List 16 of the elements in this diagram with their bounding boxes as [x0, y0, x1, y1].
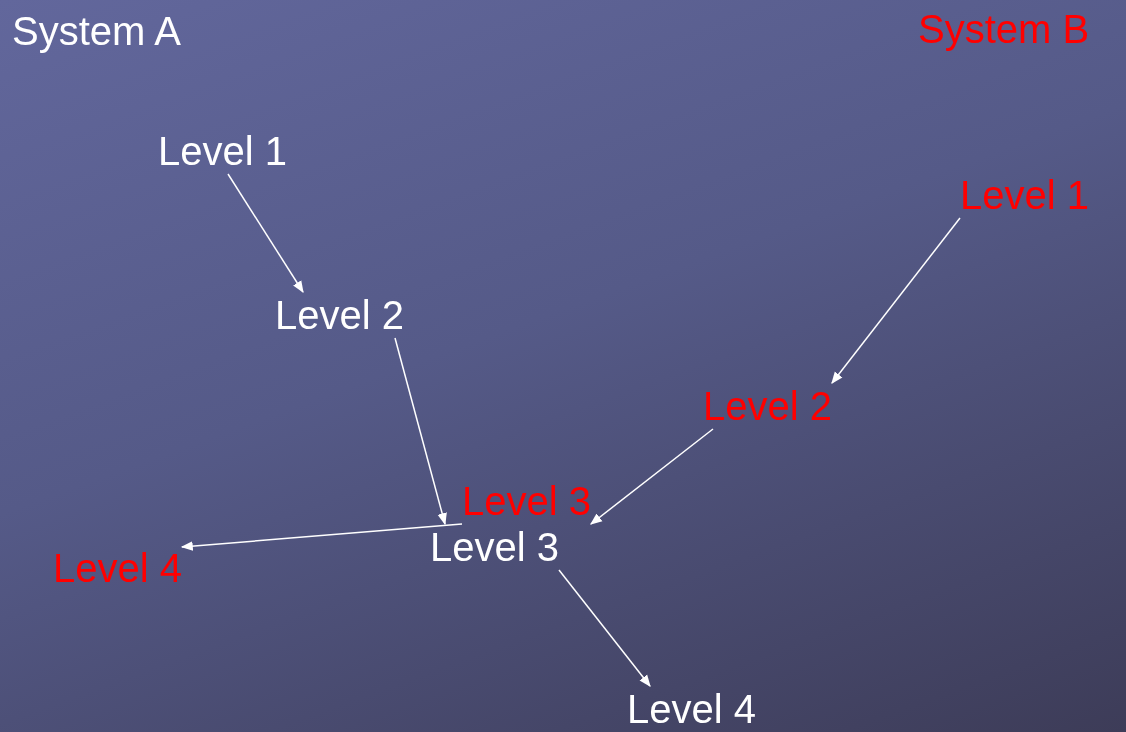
level-label: Level 2: [275, 292, 404, 338]
arrow: [180, 523, 463, 551]
arrow: [590, 428, 714, 525]
arrow: [227, 173, 304, 293]
system-heading: System B: [918, 6, 1090, 52]
system-heading: System A: [12, 8, 181, 54]
level-label: Level 4: [53, 545, 182, 591]
level-label: Level 2: [703, 383, 832, 429]
level-label: Level 4: [627, 686, 756, 732]
level-label: Level 3: [430, 524, 559, 570]
level-label: Level 1: [158, 128, 287, 174]
level-label: Level 3: [462, 478, 591, 524]
arrow: [394, 337, 447, 526]
level-label: Level 1: [960, 172, 1089, 218]
arrow: [831, 217, 961, 384]
arrow: [558, 569, 651, 687]
